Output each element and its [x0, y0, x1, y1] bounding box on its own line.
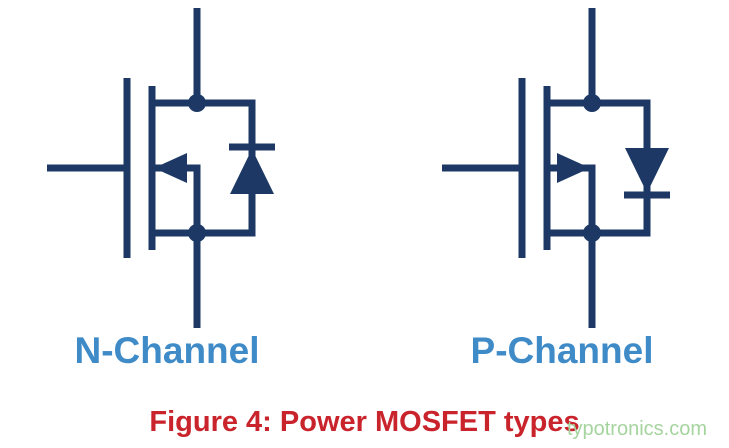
drain-junction-dot — [583, 94, 601, 112]
drain-junction-dot — [188, 94, 206, 112]
n-channel-symbol-block: N-Channel — [47, 8, 287, 369]
watermark-text: typotronics.com — [566, 418, 707, 440]
source-lead — [547, 229, 596, 328]
diode-triangle-icon — [625, 148, 669, 193]
p-channel-symbol-block: P-Channel — [442, 8, 682, 369]
source-lead — [152, 229, 201, 328]
body-arrow-icon — [557, 153, 590, 183]
drain-lead — [152, 8, 201, 107]
n-channel-label: N-Channel — [74, 330, 260, 371]
body-connection — [152, 164, 201, 233]
drain-lead — [547, 8, 596, 107]
body-connection — [547, 164, 596, 233]
figure-caption: Figure 4: Power MOSFET types — [149, 406, 580, 438]
source-junction-dot — [188, 224, 206, 242]
caption-row: Figure 4: Power MOSFET types typotronics… — [0, 406, 729, 440]
p-channel-label: P-Channel — [470, 330, 654, 371]
symbols-row: N-Channel — [0, 8, 729, 369]
diode-triangle-icon — [230, 149, 274, 194]
n-channel-mosfet-symbol-icon — [47, 8, 275, 328]
body-arrow-icon — [154, 153, 187, 183]
source-junction-dot — [583, 224, 601, 242]
p-channel-mosfet-symbol-icon — [442, 8, 670, 328]
